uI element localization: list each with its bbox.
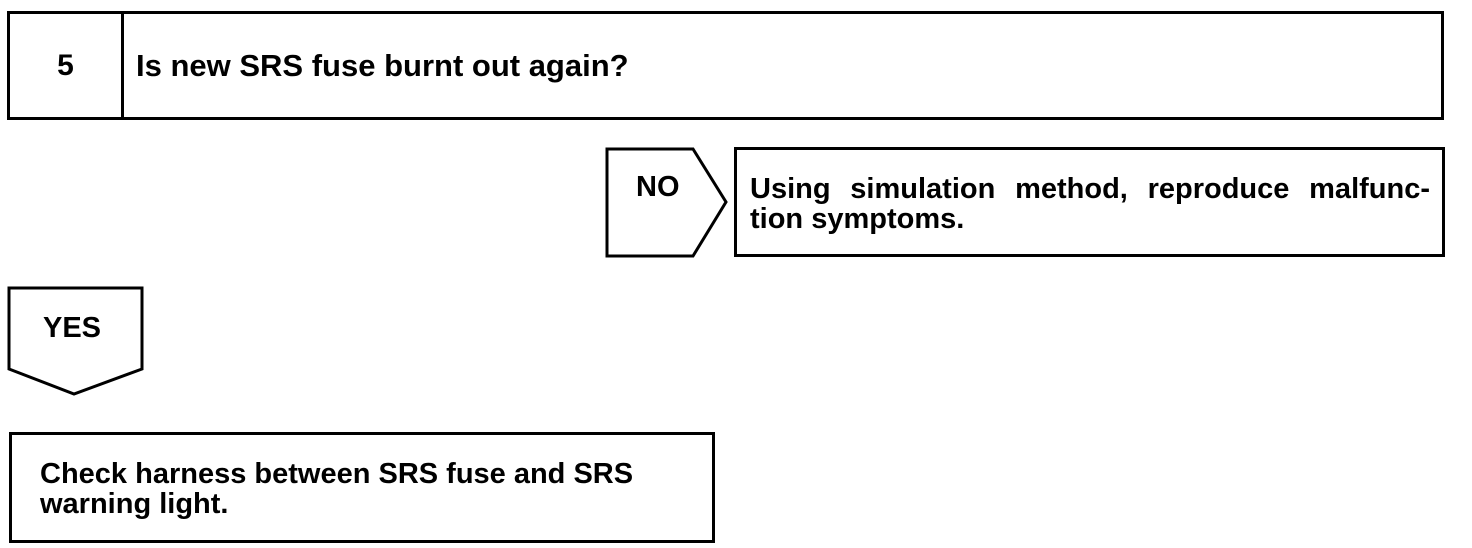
yes-result-box: Check harness between SRS fuse and SRS w… xyxy=(9,432,715,543)
yes-branch-label: YES xyxy=(43,312,102,344)
no-result-box: Using simulation method, reproduce malfu… xyxy=(734,147,1445,257)
step-question-box: 5 Is new SRS fuse burnt out again? xyxy=(7,11,1444,120)
yes-arrow-shape xyxy=(7,286,144,396)
step-number: 5 xyxy=(10,14,124,117)
no-branch-label: NO xyxy=(636,171,680,203)
yes-result-line-2: warning light. xyxy=(40,488,229,520)
no-arrow-shape xyxy=(605,147,728,258)
no-result-line-1: Using simulation method, reproduce malfu… xyxy=(750,173,1430,205)
yes-result-text: Check harness between SRS fuse and SRS w… xyxy=(40,459,700,519)
no-result-line-2: tion symptoms. xyxy=(750,203,965,235)
no-result-text: Using simulation method, reproduce malfu… xyxy=(750,174,1430,234)
step-question-text: Is new SRS fuse burnt out again? xyxy=(136,47,629,83)
yes-result-line-1: Check harness between SRS fuse and SRS xyxy=(40,458,634,490)
